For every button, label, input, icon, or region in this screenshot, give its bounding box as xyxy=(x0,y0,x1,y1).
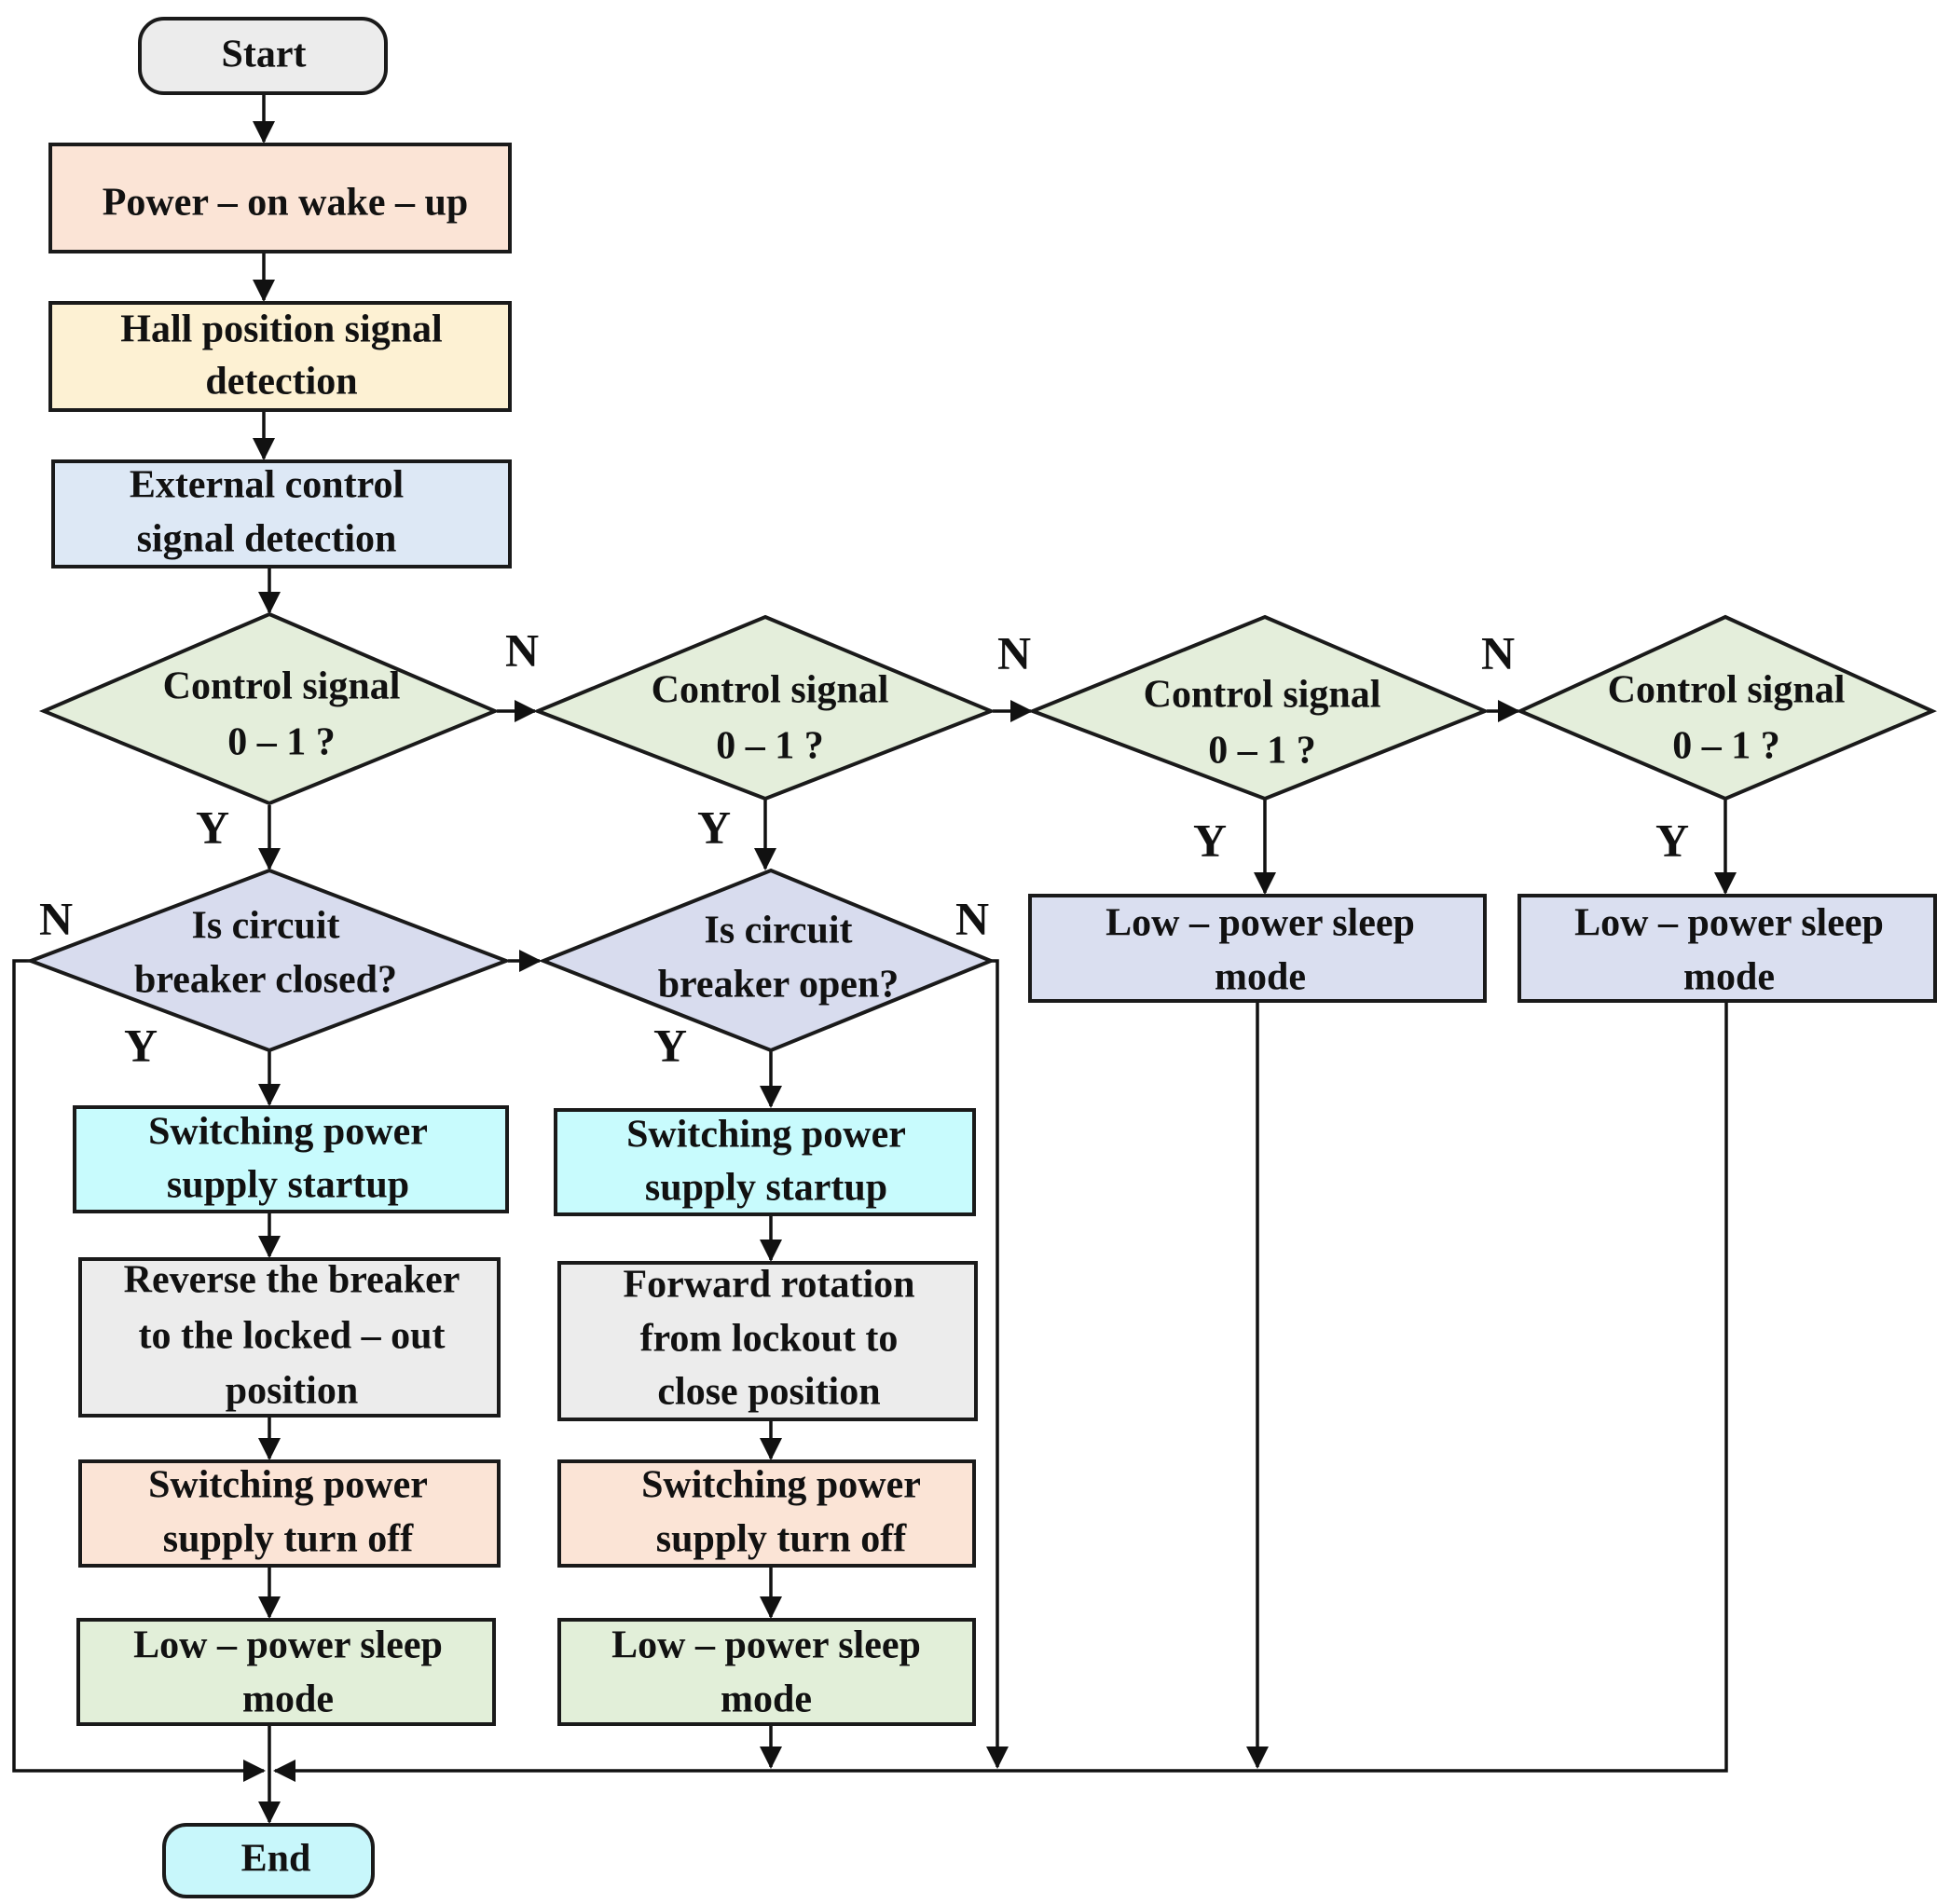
reverse-label-2: to the locked – out xyxy=(139,1315,446,1358)
sleep-left-node: Low – power sleep mode xyxy=(76,1618,496,1726)
n-label-d1: N xyxy=(505,623,539,676)
cb-closed-decision: Is circuit breaker closed? xyxy=(25,868,512,1053)
d3-label-2: 0 – 1 ? xyxy=(1208,730,1316,773)
n-label-d2: N xyxy=(997,626,1031,678)
y-label-d2: Y xyxy=(697,801,731,853)
n-label-cb-open: N xyxy=(955,892,989,944)
n-label-cb-closed: N xyxy=(39,892,73,944)
sleep-3-node: Low – power sleep mode xyxy=(1028,894,1487,1003)
cb-closed-label-1: Is circuit xyxy=(191,905,339,948)
sleep-l-label-2: mode xyxy=(242,1678,334,1721)
sleep3-label-1: Low – power sleep xyxy=(1105,902,1415,945)
cb-closed-label-2: breaker closed? xyxy=(134,959,397,1002)
reverse-label-3: position xyxy=(226,1370,358,1413)
d1-label-2: 0 – 1 ? xyxy=(227,721,336,764)
sw-start-left-node: Switching power supply startup xyxy=(73,1105,509,1213)
reverse-node: Reverse the breaker to the locked – out … xyxy=(78,1257,501,1418)
sw-start-l-label-1: Switching power xyxy=(148,1111,428,1154)
d1-label-1: Control signal xyxy=(163,665,401,708)
hall-label-2: detection xyxy=(205,361,357,404)
hall-label-1: Hall position signal xyxy=(120,308,442,351)
forward-node: Forward rotation from lockout to close p… xyxy=(557,1261,978,1421)
n-label-d3: N xyxy=(1481,626,1515,678)
sleep4-label-1: Low – power sleep xyxy=(1574,902,1884,945)
end-node: End xyxy=(162,1823,375,1898)
sw-off-r-label-1: Switching power xyxy=(641,1464,921,1507)
sw-start-r-label-2: supply startup xyxy=(645,1167,887,1210)
d4-label-1: Control signal xyxy=(1608,669,1846,712)
sleep-l-label-1: Low – power sleep xyxy=(133,1624,443,1667)
y-label-d1: Y xyxy=(196,801,229,853)
y-label-d3: Y xyxy=(1193,814,1227,866)
d3-label-1: Control signal xyxy=(1144,674,1381,717)
d2-label-2: 0 – 1 ? xyxy=(716,725,824,768)
cb-open-label-2: breaker open? xyxy=(658,964,899,1007)
cb-open-decision: Is circuit breaker open? xyxy=(538,868,996,1053)
sw-off-right-node: Switching power supply turn off xyxy=(557,1459,976,1568)
forward-label-1: Forward rotation xyxy=(623,1264,914,1307)
wake-label: Power – on wake – up xyxy=(103,182,468,225)
edge-cb-closed-n-loop xyxy=(12,959,266,1782)
sw-off-r-label-2: supply turn off xyxy=(656,1518,907,1561)
d4-label-2: 0 – 1 ? xyxy=(1672,725,1780,768)
edge-cb-open-n-loop xyxy=(986,959,1009,1769)
sw-off-left-node: Switching power supply turn off xyxy=(78,1459,501,1568)
sw-off-l-label-1: Switching power xyxy=(148,1464,428,1507)
d2-label-1: Control signal xyxy=(652,669,889,712)
y-label-cb-open: Y xyxy=(653,1019,687,1071)
sw-start-right-node: Switching power supply startup xyxy=(554,1108,976,1216)
edge-sleep4-to-bus xyxy=(273,1003,1728,1782)
sw-off-l-label-2: supply turn off xyxy=(163,1518,414,1561)
wake-node: Power – on wake – up xyxy=(48,143,512,253)
end-label: End xyxy=(241,1838,311,1881)
reverse-label-1: Reverse the breaker xyxy=(124,1259,460,1302)
start-label: Start xyxy=(222,34,307,76)
sleep-r-label-2: mode xyxy=(721,1678,812,1721)
ext-label-1: External control xyxy=(130,464,404,507)
sleep-right-node: Low – power sleep mode xyxy=(557,1618,976,1726)
forward-label-3: close position xyxy=(657,1371,880,1414)
ext-label-2: signal detection xyxy=(137,518,397,561)
nodes: Start Power – on wake – up Hall position… xyxy=(25,17,1937,1898)
start-node: Start xyxy=(138,17,388,95)
ext-node: External control signal detection xyxy=(51,459,512,568)
sleep-4-node: Low – power sleep mode xyxy=(1517,894,1937,1003)
decision-4: Control signal 0 – 1 ? xyxy=(1516,614,1937,801)
hall-node: Hall position signal detection xyxy=(48,301,512,412)
decision-2: Control signal 0 – 1 ? xyxy=(532,614,996,801)
y-label-cb-closed: Y xyxy=(124,1019,158,1071)
branch-labels: N N N Y Y Y Y N N Y Y xyxy=(39,623,1689,1071)
forward-label-2: from lockout to xyxy=(640,1318,899,1361)
decision-3: Control signal 0 – 1 ? xyxy=(1027,614,1490,801)
sleep4-label-2: mode xyxy=(1683,956,1775,999)
y-label-d4: Y xyxy=(1655,814,1689,866)
cb-open-label-1: Is circuit xyxy=(704,910,852,952)
decision-1: Control signal 0 – 1 ? xyxy=(38,611,501,806)
sleep3-label-2: mode xyxy=(1215,956,1306,999)
sw-start-l-label-2: supply startup xyxy=(167,1164,409,1207)
sleep-r-label-1: Low – power sleep xyxy=(611,1624,921,1667)
sw-start-r-label-1: Switching power xyxy=(626,1114,906,1157)
